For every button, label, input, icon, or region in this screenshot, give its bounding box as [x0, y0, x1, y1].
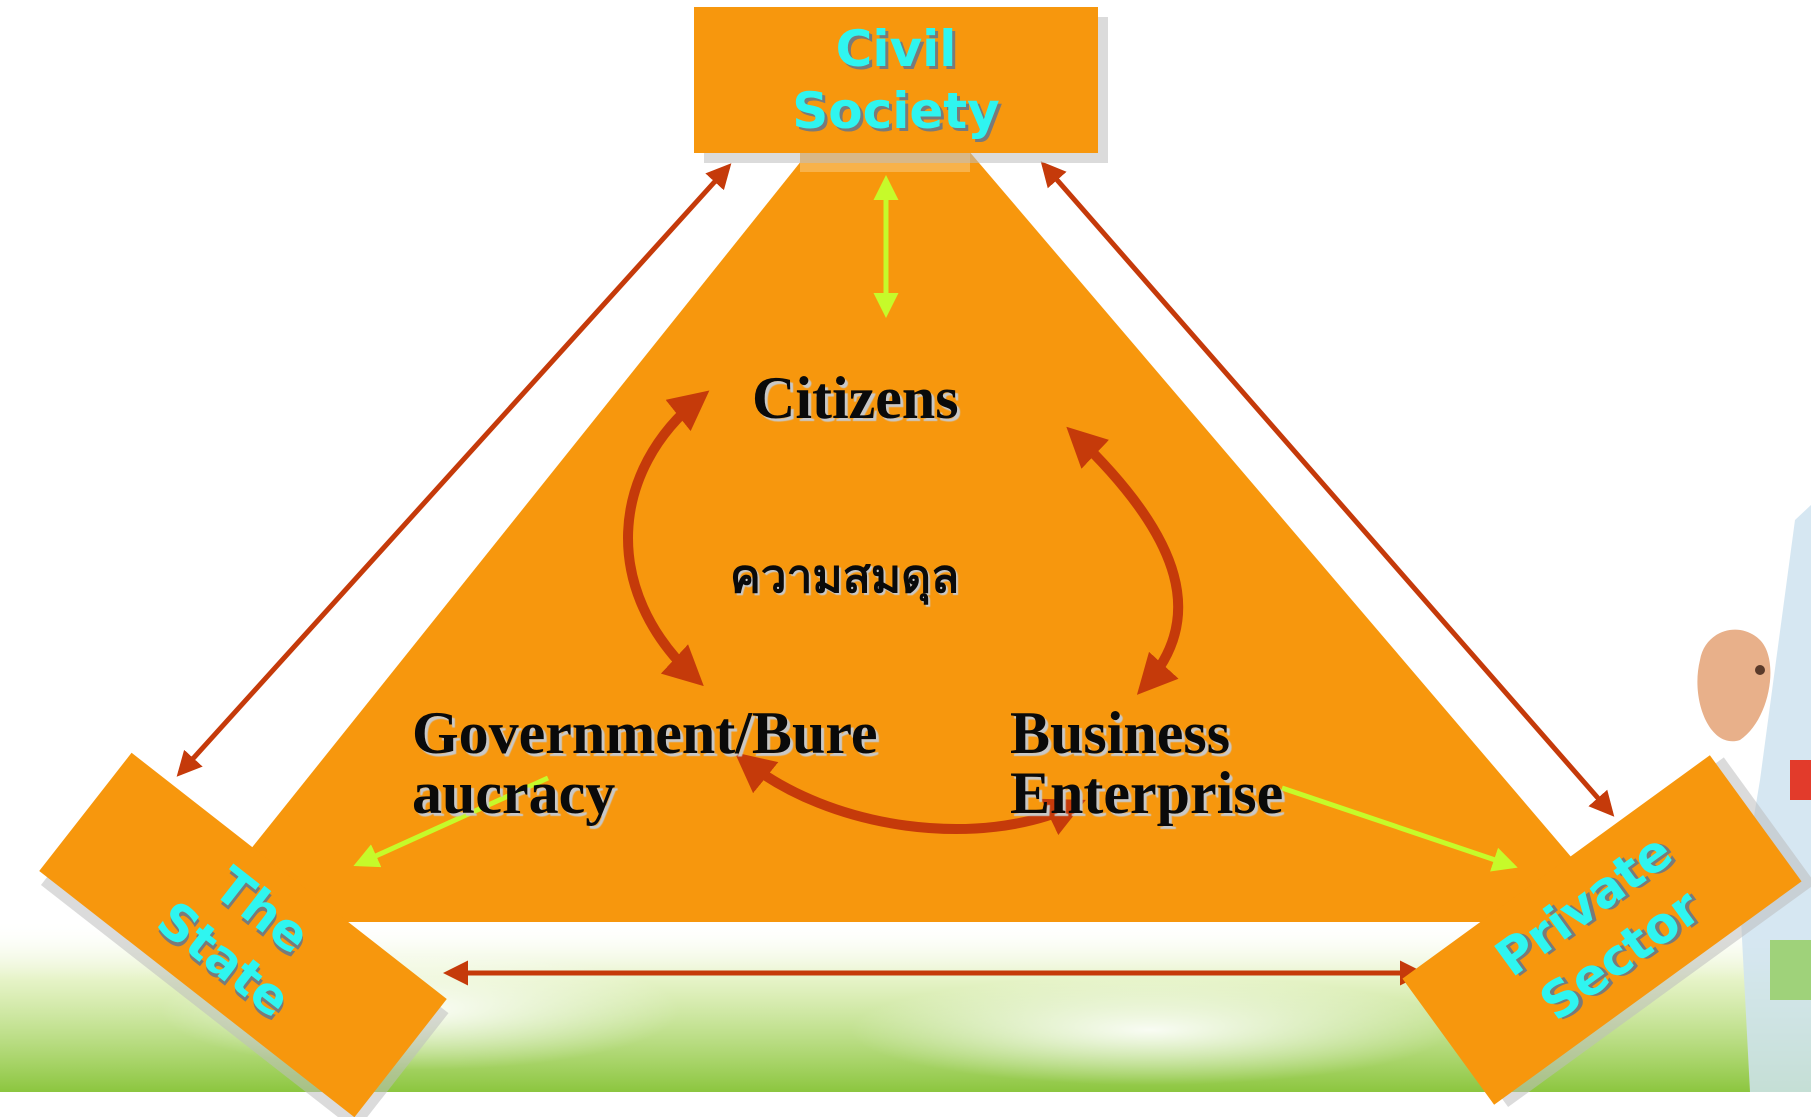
balance-label: ความสมดุล	[730, 549, 960, 603]
civil-society-line-1: Civil	[835, 20, 957, 78]
arrow-business-private	[1281, 785, 1518, 872]
arrow-civil-private	[1040, 161, 1615, 817]
node-citizens-line-1: Citizens	[752, 365, 959, 431]
node-government-line-2: aucracy	[412, 760, 616, 826]
node-business-line-2: Enterprise	[1010, 760, 1284, 826]
node-citizens: Citizens	[752, 368, 959, 428]
box-civil-society: Civil Society	[694, 7, 1098, 153]
node-government-line-1: Government/Bure	[412, 700, 878, 766]
arrow-state-civil	[176, 163, 732, 777]
arrow-government-state	[353, 775, 550, 868]
civil-society-line-2: Society	[792, 82, 1000, 140]
grass-highlight	[850, 975, 1450, 1085]
node-business: Business Enterprise	[1010, 703, 1283, 823]
decorative-illustration	[1697, 505, 1811, 1092]
inner-arrow-government-business	[734, 752, 1086, 836]
node-business-line-1: Business	[1010, 700, 1231, 766]
inner-arrow-citizens-business	[1066, 426, 1184, 695]
triangle-apex-highlight	[800, 150, 970, 172]
node-government: Government/Bure aucracy	[412, 703, 878, 823]
inner-arrow-citizens-government	[623, 390, 710, 687]
diagram-canvas: Citizens Government/Bure aucracy Busines…	[0, 7, 1811, 1117]
